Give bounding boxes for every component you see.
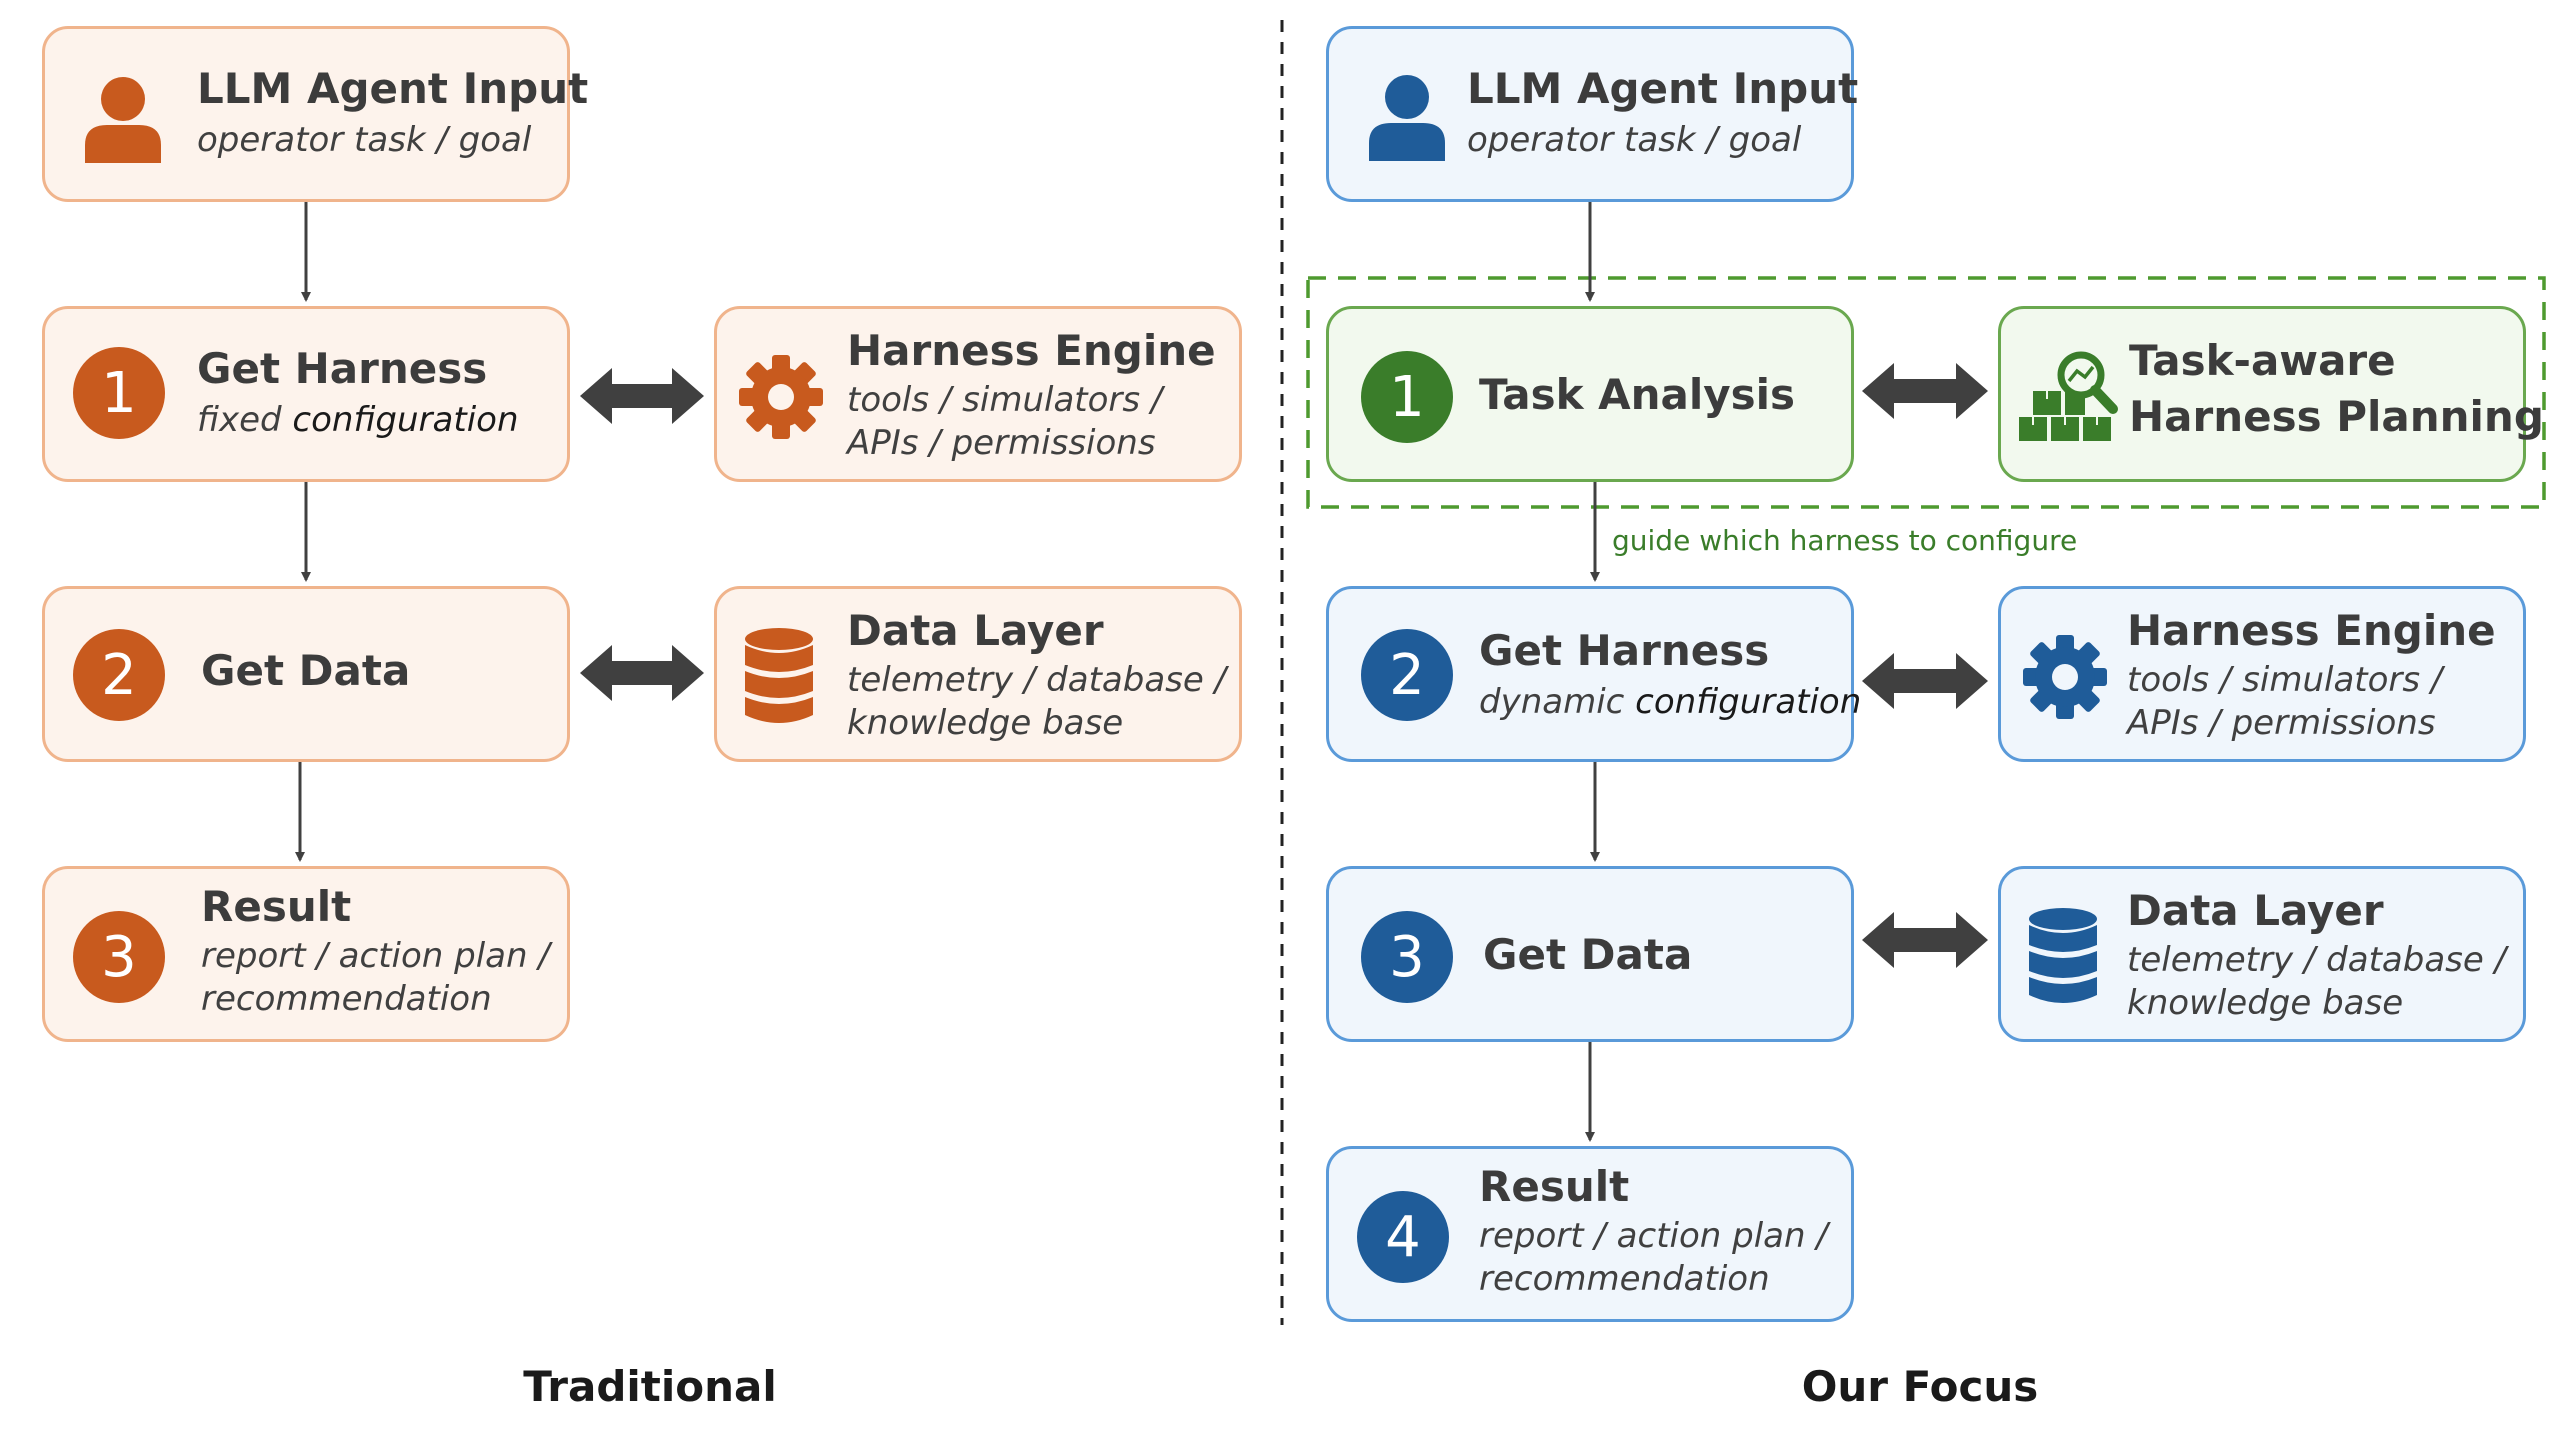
step-number-badge: 3 xyxy=(73,911,165,1003)
trad-input-box: LLM Agent Input operator task / goal xyxy=(42,26,588,202)
trad-result-subtitle-2: recommendation xyxy=(201,979,492,1020)
trad-result-subtitle-1: report / action plan / xyxy=(201,936,550,977)
focus-planning-title-1: Task-aware xyxy=(2129,336,2396,385)
person-icon xyxy=(1365,73,1449,161)
focus-engine-subtitle-2: APIs / permissions xyxy=(2127,703,2436,744)
traditional-caption: Traditional xyxy=(523,1362,777,1411)
focus-result-title: Result xyxy=(1479,1162,1630,1211)
planning-group-outline xyxy=(1306,276,2546,509)
focus-input-subtitle: operator task / goal xyxy=(1467,120,1802,161)
gear-icon xyxy=(737,353,825,441)
guide-annotation: guide which harness to configure xyxy=(1612,524,2078,557)
trad-input-subtitle: operator task / goal xyxy=(197,120,532,161)
database-icon xyxy=(2025,907,2101,1007)
focus-step-get-harness: 2 Get Harness dynamic configuration xyxy=(1326,586,1861,762)
our-focus-caption: Our Focus xyxy=(1801,1362,2039,1411)
trad-step-result: 3 Result report / action plan / recommen… xyxy=(42,866,570,1042)
trad-input-title: LLM Agent Input xyxy=(197,64,589,113)
step-number-badge: 1 xyxy=(73,347,165,439)
focus-step-get-data: 3 Get Data xyxy=(1326,866,1854,1042)
focus-data-layer-subtitle-2: knowledge base xyxy=(2127,983,2404,1024)
step-number-badge: 3 xyxy=(1361,911,1453,1003)
trad-get-data-title: Get Data xyxy=(201,646,411,695)
focus-step-result: 4 Result report / action plan / recommen… xyxy=(1326,1146,1854,1322)
focus-harness-engine-box: Harness Engine tools / simulators / APIs… xyxy=(1998,586,2526,762)
trad-data-layer-subtitle-2: knowledge base xyxy=(847,703,1124,744)
step-number-badge: 2 xyxy=(73,629,165,721)
trad-get-harness-title: Get Harness xyxy=(197,344,488,393)
focus-task-analysis-title: Task Analysis xyxy=(1479,370,1796,419)
focus-get-data-title: Get Data xyxy=(1483,930,1693,979)
database-icon xyxy=(741,627,817,727)
double-arrow-harness-engine xyxy=(1862,653,1988,709)
trad-harness-engine-box: Harness Engine tools / simulators / APIs… xyxy=(714,306,1242,482)
trad-get-harness-subtitle-prefix: fixed xyxy=(197,400,293,441)
trad-step-get-harness: 1 Get Harness fixed configuration xyxy=(42,306,570,482)
step-number-badge: 2 xyxy=(1361,629,1453,721)
focus-result-subtitle-2: recommendation xyxy=(1479,1259,1770,1300)
focus-data-layer-box: Data Layer telemetry / database / knowle… xyxy=(1998,866,2526,1042)
trad-step-get-data: 2 Get Data xyxy=(42,586,570,762)
person-icon xyxy=(81,75,165,163)
focus-input-title: LLM Agent Input xyxy=(1467,64,1859,113)
trad-data-layer-subtitle-1: telemetry / database / xyxy=(847,660,1227,701)
focus-input-box: LLM Agent Input operator task / goal xyxy=(1326,26,1858,202)
gear-icon xyxy=(2021,633,2109,721)
step-number-badge: 1 xyxy=(1361,351,1453,443)
focus-planning-title-2: Harness Planning xyxy=(2129,392,2544,442)
trad-get-harness-subtitle-word: configuration xyxy=(292,400,519,441)
focus-data-layer-title: Data Layer xyxy=(2127,886,2384,935)
trad-data-layer-title: Data Layer xyxy=(847,606,1104,655)
boxes-magnifier-icon xyxy=(2015,349,2119,445)
focus-step-task-analysis: 1 Task Analysis xyxy=(1326,306,1854,482)
focus-engine-title: Harness Engine xyxy=(2127,606,2496,655)
trad-engine-subtitle-1: tools / simulators / xyxy=(847,380,1163,421)
double-arrow-data-layer xyxy=(580,645,704,701)
focus-planning-box: Task-aware Harness Planning xyxy=(1998,306,2544,482)
trad-engine-subtitle-2: APIs / permissions xyxy=(847,423,1156,464)
double-arrow-data-layer xyxy=(1862,912,1988,968)
trad-result-title: Result xyxy=(201,882,352,931)
focus-engine-subtitle-1: tools / simulators / xyxy=(2127,660,2443,701)
double-arrow-harness-engine xyxy=(580,368,704,424)
focus-get-harness-subtitle-prefix: dynamic xyxy=(1479,682,1636,723)
trad-engine-title: Harness Engine xyxy=(847,326,1216,375)
focus-data-layer-subtitle-1: telemetry / database / xyxy=(2127,940,2507,981)
focus-get-harness-subtitle-word: configuration xyxy=(1635,682,1862,723)
double-arrow-planning xyxy=(1862,363,1988,419)
trad-data-layer-box: Data Layer telemetry / database / knowle… xyxy=(714,586,1242,762)
step-number-badge: 4 xyxy=(1357,1191,1449,1283)
focus-result-subtitle-1: report / action plan / xyxy=(1479,1216,1828,1257)
focus-get-harness-title: Get Harness xyxy=(1479,626,1770,675)
